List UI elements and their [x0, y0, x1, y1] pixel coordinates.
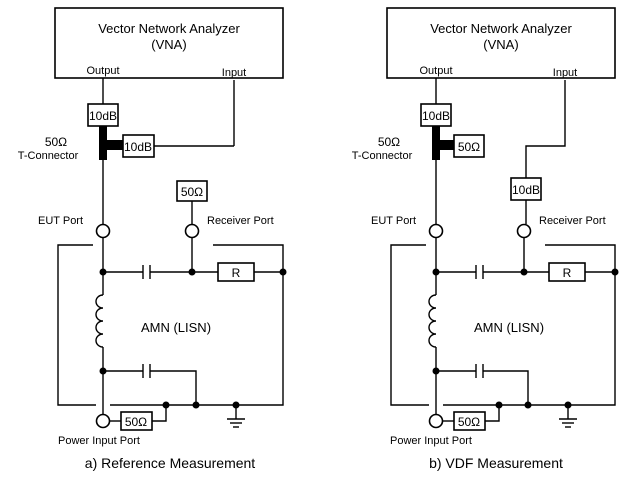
t-connector-ohm: 50Ω	[45, 135, 67, 149]
vna-title: Vector Network Analyzer	[430, 21, 572, 36]
output-label: Output	[86, 65, 119, 77]
power-termination-label: 50Ω	[125, 415, 147, 429]
panel-reference-measurement: Vector Network Analyzer (VNA) Output Inp…	[18, 7, 287, 471]
t-connector-label: T-Connector	[18, 150, 79, 162]
eut-port	[428, 223, 444, 239]
vna-box	[54, 7, 284, 79]
amn-label: AMN (LISN)	[474, 320, 544, 335]
t-connector-horizontal	[107, 140, 123, 150]
t-connector-vertical	[432, 126, 440, 160]
t-connector-ohm: 50Ω	[378, 135, 400, 149]
resistor-label: R	[232, 266, 241, 280]
vna-subtitle: (VNA)	[483, 37, 518, 52]
input-label: Input	[553, 67, 577, 79]
eut-port-label: EUT Port	[38, 215, 83, 227]
output-label: Output	[419, 65, 452, 77]
power-termination-label: 50Ω	[458, 415, 480, 429]
amn-frame	[57, 244, 96, 406]
panel-vdf-measurement: Vector Network Analyzer (VNA) Output Inp…	[352, 7, 619, 471]
eut-port-label: EUT Port	[371, 215, 416, 227]
attenuator-top-label: 10dB	[89, 109, 117, 123]
side-termination	[453, 134, 485, 158]
receiver-port	[184, 223, 200, 239]
power-input-port	[95, 413, 111, 429]
attenuator-side	[122, 134, 155, 158]
vna-box	[386, 7, 616, 79]
caption-b: b) VDF Measurement	[429, 455, 563, 471]
inductor	[428, 294, 437, 348]
caption-a: a) Reference Measurement	[85, 455, 256, 471]
attenuator-side-label: 10dB	[124, 140, 152, 154]
receiver-port-label: Receiver Port	[539, 215, 606, 227]
vna-subtitle: (VNA)	[151, 37, 186, 52]
inductor	[95, 294, 104, 348]
power-port-label: Power Input Port	[390, 435, 472, 447]
receiver-port-label: Receiver Port	[207, 215, 274, 227]
resistor-label: R	[563, 266, 572, 280]
input-wire	[525, 80, 566, 178]
vna-title: Vector Network Analyzer	[98, 21, 240, 36]
attenuator-top-label: 10dB	[422, 109, 450, 123]
receiver-termination-label: 50Ω	[181, 185, 203, 199]
t-connector-label: T-Connector	[352, 150, 413, 162]
amn-frame	[390, 244, 429, 406]
input-label: Input	[222, 67, 246, 79]
receiver-attenuator-label: 10dB	[512, 183, 540, 197]
receiver-port	[516, 223, 532, 239]
power-input-port	[428, 413, 444, 429]
side-termination-label: 50Ω	[458, 140, 480, 154]
t-connector-horizontal	[440, 140, 454, 150]
eut-port	[95, 223, 111, 239]
amn-label: AMN (LISN)	[141, 320, 211, 335]
power-port-label: Power Input Port	[58, 435, 140, 447]
t-connector-vertical	[99, 126, 107, 160]
